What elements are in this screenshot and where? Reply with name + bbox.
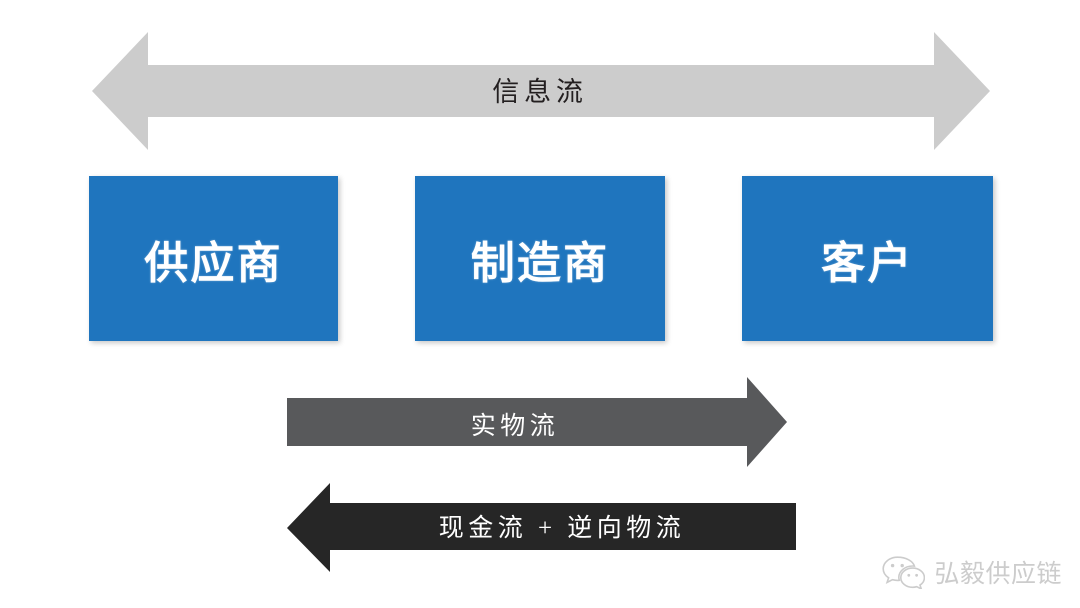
- cash-flow-arrow: [287, 483, 796, 572]
- information-flow-arrow: [92, 32, 990, 150]
- watermark: 弘毅供应链: [881, 554, 1062, 590]
- entity-box-supplier[interactable]: 供应商: [89, 176, 338, 341]
- entity-box-customer[interactable]: 客户: [742, 176, 993, 341]
- entity-label-manufacturer: 制造商: [470, 238, 610, 288]
- watermark-text: 弘毅供应链: [934, 560, 1062, 588]
- entity-box-manufacturer[interactable]: 制造商: [415, 176, 665, 341]
- physical-flow-arrow: [287, 377, 787, 467]
- entity-label-supplier: 供应商: [144, 238, 283, 288]
- entity-label-customer: 客户: [821, 238, 914, 288]
- wechat-icon: [882, 556, 926, 589]
